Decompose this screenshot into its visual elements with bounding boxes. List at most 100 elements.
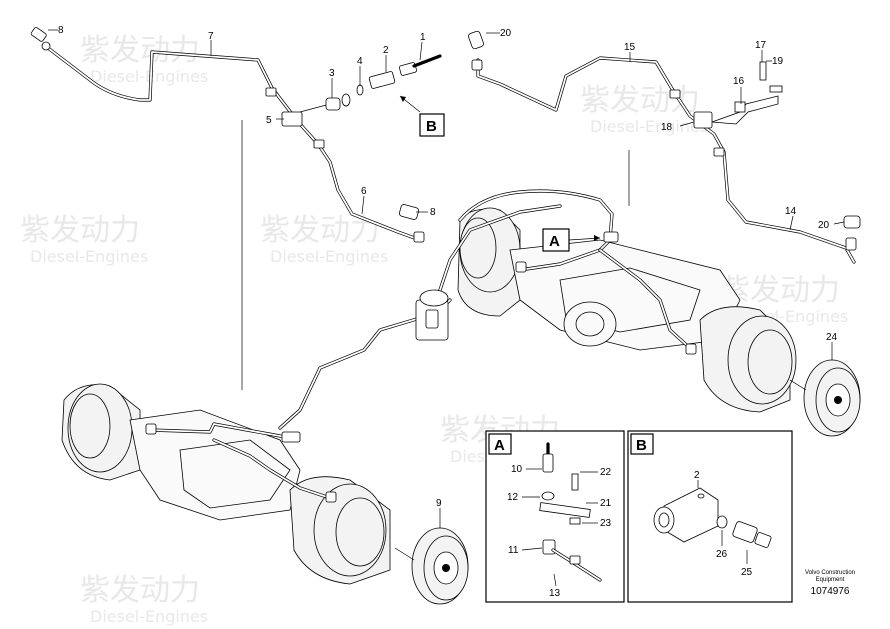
callout-24: 24 xyxy=(826,332,838,343)
callout-23: 23 xyxy=(600,518,612,529)
screw-17 xyxy=(759,61,767,81)
inset-a-label-box xyxy=(488,433,512,455)
callout-2: 2 xyxy=(383,45,389,56)
wheel-24: 24 xyxy=(789,332,861,437)
brake-fitting xyxy=(145,423,157,435)
watermark-brand: 紫发动力 xyxy=(20,213,140,248)
credit-line-1: Volvo Construction xyxy=(805,570,855,576)
valve-reservoir xyxy=(419,289,449,307)
screw-22 xyxy=(571,473,579,491)
callout-11: 11 xyxy=(508,545,519,556)
clamp xyxy=(734,101,746,113)
pipe-nut xyxy=(845,237,857,251)
washer-26 xyxy=(716,515,728,529)
front-tee-fitting xyxy=(281,431,301,443)
callout-20: 20 xyxy=(500,28,512,39)
wheel-9: 9 xyxy=(394,498,469,605)
nipple-3 xyxy=(325,97,341,111)
callout-10: 10 xyxy=(511,464,523,475)
inset-b-label-box xyxy=(630,433,654,455)
watermark-2: 紫发动力 Diesel-Engines xyxy=(580,83,708,136)
rear-tee-fitting xyxy=(603,231,619,243)
watermark-sub: Diesel-Engines xyxy=(30,247,148,266)
pipe-coupling xyxy=(713,147,725,157)
sensor-connector xyxy=(754,532,772,548)
callout-17: 17 xyxy=(755,40,767,51)
washer-4 xyxy=(341,93,351,107)
bracket-21 xyxy=(539,502,591,518)
callout-5: 5 xyxy=(266,115,272,126)
front-brake-line-assembly: 8 7 3 4 2 1 5 6 8 B xyxy=(30,25,445,243)
elbow-fitting-8 xyxy=(399,204,419,220)
rear-brake-line-assembly: 20 15 16 17 19 18 14 20 xyxy=(468,28,861,264)
sensor-25 xyxy=(732,521,758,543)
document-number: 1074976 xyxy=(811,586,850,597)
callout-21: 21 xyxy=(600,498,612,509)
inset-a-letter: A xyxy=(494,437,505,454)
pipe-nut xyxy=(471,59,483,71)
watermark-brand: 紫发动力 xyxy=(580,83,700,118)
end-fitting xyxy=(413,231,425,243)
watermark-sub: Diesel-Engines xyxy=(90,67,208,86)
view-marker-a-group: A xyxy=(542,228,601,252)
inset-a-frame xyxy=(485,430,625,603)
credit-block: Volvo Construction Equipment 1074976 xyxy=(805,570,855,597)
watermark-sub: Diesel-Engines xyxy=(270,247,388,266)
brake-fitting xyxy=(325,491,337,503)
callout-7: 7 xyxy=(208,31,214,42)
nut-23 xyxy=(569,517,581,525)
callout-12: 12 xyxy=(507,492,519,503)
callout-20: 20 xyxy=(818,220,830,231)
connector-line xyxy=(299,103,331,113)
pipe-coupling xyxy=(265,87,277,97)
pipe-coupling xyxy=(669,89,681,99)
washer xyxy=(356,84,364,96)
watermark-brand: 紫发动力 xyxy=(720,273,840,308)
credit-line-2: Equipment xyxy=(816,577,845,583)
callout-4: 4 xyxy=(357,56,363,67)
tee-fitting-18 xyxy=(693,111,713,129)
callout-8: 8 xyxy=(430,207,436,218)
callout-1: 1 xyxy=(420,32,426,43)
adapter-2 xyxy=(368,71,396,89)
fitting-nut xyxy=(41,41,51,51)
front-axle xyxy=(61,383,391,585)
callout-22: 22 xyxy=(600,467,612,478)
watermark-brand: 紫发动力 xyxy=(80,33,200,68)
callout-8: 8 xyxy=(58,25,64,36)
elbow-fitting-8 xyxy=(30,27,47,42)
hose-1 xyxy=(412,54,442,68)
callout-13: 13 xyxy=(549,588,561,599)
elbow-fitting-20 xyxy=(843,215,861,229)
callout-14: 14 xyxy=(785,206,797,217)
callout-18: 18 xyxy=(661,122,673,133)
elbow-fitting-20 xyxy=(468,30,484,50)
brake-fitting xyxy=(685,343,697,355)
inset-b-letter: B xyxy=(636,437,647,454)
callout-3: 3 xyxy=(329,68,335,79)
watermark-3: 紫发动力 Diesel-Engines xyxy=(20,213,148,266)
watermark-sub: Diesel-Engines xyxy=(590,117,708,136)
hose-fitting-10 xyxy=(542,453,554,473)
watermark-sub: Diesel-Engines xyxy=(90,607,208,626)
pipe-coupling xyxy=(313,139,325,149)
view-marker-b-letter: B xyxy=(426,118,437,135)
watermark-7: 紫发动力 Diesel-Engines xyxy=(80,573,208,626)
tee-fitting-5 xyxy=(281,111,303,127)
callout-19: 19 xyxy=(772,56,784,67)
watermark-brand: 紫发动力 xyxy=(80,573,200,608)
view-marker-b xyxy=(419,113,445,137)
rear-axle xyxy=(457,189,797,413)
callout-15: 15 xyxy=(624,42,636,53)
callout-26: 26 xyxy=(716,549,728,560)
callout-6: 6 xyxy=(361,186,367,197)
callout-25: 25 xyxy=(741,567,753,578)
front-differential-housing xyxy=(179,439,291,509)
callout-16: 16 xyxy=(733,76,745,87)
callout-2: 2 xyxy=(694,470,700,481)
callout-9: 9 xyxy=(436,498,442,509)
watermark-1: 紫发动力 Diesel-Engines xyxy=(80,33,208,86)
view-marker-a-letter: A xyxy=(549,233,560,250)
brake-fitting xyxy=(515,261,527,273)
